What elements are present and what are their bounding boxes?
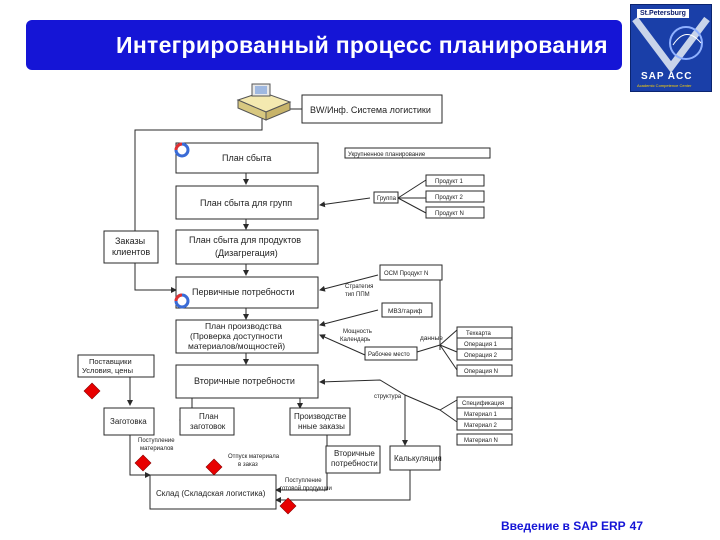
labels: BW/Инф. Система логистики План сбыта Пла… xyxy=(82,105,504,498)
label-sales-plan: План сбыта xyxy=(222,153,271,163)
label-procurement: Заготовка xyxy=(110,417,147,426)
label-routing: Техкарта xyxy=(466,331,492,337)
label-prod-plan-check: (Проверка доступности xyxy=(190,331,283,341)
marker-diamonds xyxy=(83,382,297,515)
label-prod-orders: Производстве xyxy=(294,412,347,421)
label-purchase-plan: План xyxy=(199,412,218,421)
label-operation-n: Операция N xyxy=(464,369,498,375)
label-suppliers-terms: Условия, цены xyxy=(82,366,133,375)
logo-brand-label: SAP ACC xyxy=(641,71,693,82)
label-prod-orders-sub: нные заказы xyxy=(298,422,345,431)
label-costing: Калькуляция xyxy=(394,454,442,463)
logo-graphic xyxy=(632,16,710,73)
label-secondary-req2: Вторичные xyxy=(334,449,375,458)
label-warehouse: Склад (Складская логистика) xyxy=(156,489,266,498)
label-product-plan-sub: (Дизагрегация) xyxy=(215,248,278,258)
label-mrp-tariff: МВЗ/тариф xyxy=(388,308,423,315)
data-boxes xyxy=(344,147,513,446)
label-goods-issue-sub: в заказ xyxy=(238,462,258,468)
computer-icon xyxy=(236,83,292,121)
cycle-icon xyxy=(174,142,190,158)
label-strategy: Стратегия xyxy=(345,284,373,290)
red-diamond-marker xyxy=(83,382,101,400)
label-finished-receipt: Поступление xyxy=(285,478,322,484)
red-diamond-marker xyxy=(134,454,152,472)
label-work-center: Рабочее место xyxy=(368,352,410,358)
label-suppliers: Поставщики xyxy=(89,357,132,366)
label-capacity-calendar: Календарь xyxy=(340,337,370,343)
label-system-bw: BW/Инф. Система логистики xyxy=(310,105,431,115)
red-diamond-marker xyxy=(279,497,297,515)
label-primary-req: Первичные потребности xyxy=(192,287,294,297)
label-prod-plan: План производства xyxy=(205,321,282,331)
label-product-plan: План сбыта для продуктов xyxy=(189,235,301,245)
label-material-n: Материал N xyxy=(464,438,498,444)
title-banner: Интегрированный процесс планирования xyxy=(26,20,622,70)
label-secondary-req: Вторичные потребности xyxy=(194,376,295,386)
label-product-n: Продукт N xyxy=(435,211,464,217)
logo-subtitle: Academic Competence Center xyxy=(637,83,692,88)
label-customer-orders-sub: клиентов xyxy=(112,247,150,257)
label-goods-receipt: Поступление xyxy=(138,438,175,444)
label-customer-orders: Заказы xyxy=(115,236,145,246)
label-purchase-plan-sub: заготовок xyxy=(190,422,226,431)
label-bom: Спецификация xyxy=(462,401,504,407)
label-goods-issue: Отпуск материала xyxy=(228,454,280,460)
slide-title: Интегрированный процесс планирования xyxy=(116,32,608,58)
label-operation-1: Операция 1 xyxy=(464,342,498,348)
label-product-2: Продукт 2 xyxy=(435,195,463,201)
label-group-plan: План сбыта для групп xyxy=(200,198,292,208)
label-structure: структура xyxy=(374,394,402,400)
label-finished-receipt-sub: готовой продукции xyxy=(280,485,332,492)
label-group: Группа xyxy=(377,196,397,202)
label-aggregated-planning: Укрупненное планирование xyxy=(348,152,426,158)
label-goods-receipt-sub: материалов xyxy=(140,446,173,452)
label-product-1: Продукт 1 xyxy=(435,179,463,185)
label-secondary-req2-sub: потребности xyxy=(331,459,378,468)
label-material-1: Материал 1 xyxy=(464,412,497,418)
footer-text: Введение в SAP ERP xyxy=(501,519,626,533)
label-material-2: Материал 2 xyxy=(464,423,497,429)
label-strategy-type: тип ППМ xyxy=(345,292,370,298)
process-boxes xyxy=(77,94,443,510)
cycle-icon xyxy=(174,293,190,309)
red-diamond-marker xyxy=(205,458,223,476)
label-operation-2: Операция 2 xyxy=(464,353,498,359)
label-prod-plan-mat: материалов/мощностей) xyxy=(188,341,285,351)
page-number: 47 xyxy=(629,519,644,533)
label-data: данные xyxy=(420,335,443,342)
sap-acc-logo: St.Petersburg SAP ACC Academic Competenc… xyxy=(630,4,712,92)
logo-city-label: St.Petersburg xyxy=(637,9,689,18)
label-capacity: Мощность xyxy=(343,329,372,335)
label-bom-product: ОСМ Продукт N xyxy=(384,271,428,277)
